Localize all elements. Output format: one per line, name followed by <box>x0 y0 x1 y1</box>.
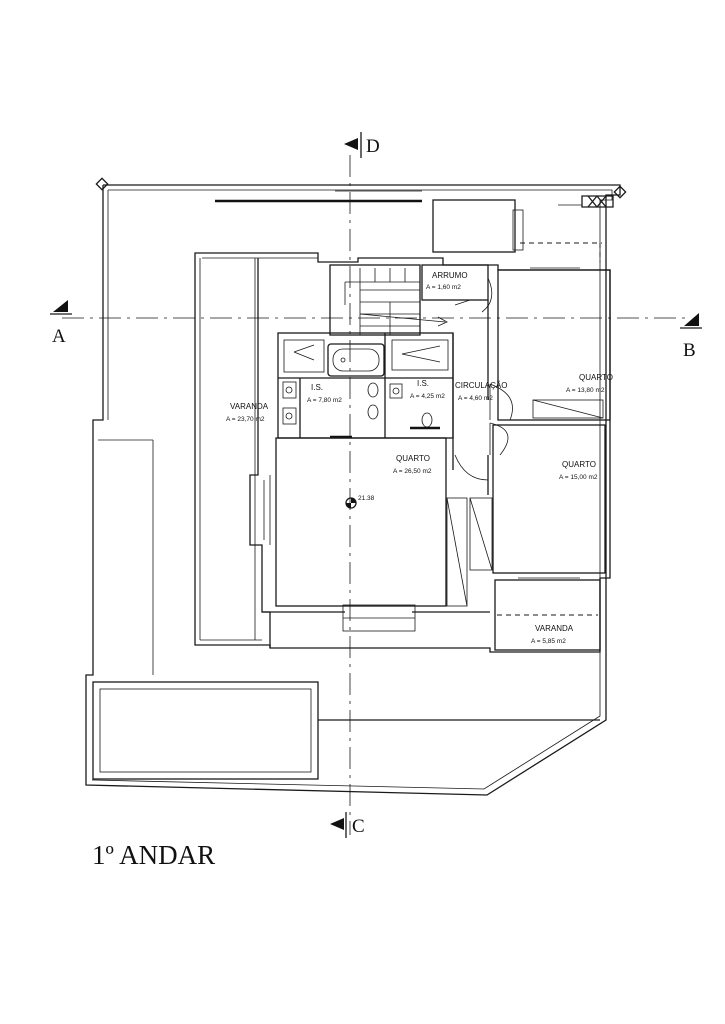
elevation-marker: 21.38 <box>345 495 375 509</box>
label-is-small: I.S. <box>417 379 429 388</box>
room-varanda-se <box>494 579 601 651</box>
section-marker-c: C <box>330 812 365 838</box>
label-circulacao: CIRCULAÇÃO <box>455 381 507 390</box>
room-quarto-main <box>263 437 493 607</box>
area-varanda-w: A = 23,70 m2 <box>226 416 265 423</box>
room-quarto-e <box>492 424 606 579</box>
section-label-a: A <box>52 326 66 347</box>
drawing-title: 1º ANDAR <box>92 840 215 870</box>
room-circulacao <box>452 299 513 495</box>
label-is-main: I.S. <box>311 383 323 392</box>
outer-boundary <box>85 177 627 796</box>
area-is-main: A = 7,80 m2 <box>307 397 342 404</box>
section-marker-a: A <box>50 300 72 347</box>
site-features <box>92 439 600 780</box>
room-arrumo <box>421 264 493 313</box>
north-terrace <box>432 199 602 262</box>
area-is-small: A = 4,25 m2 <box>410 393 445 400</box>
section-marker-d: D <box>344 132 380 158</box>
area-arrumo: A = 1,60 m2 <box>426 284 461 291</box>
staircase <box>329 264 448 336</box>
label-arrumo: ARRUMO <box>432 271 468 280</box>
section-label-d: D <box>366 136 380 157</box>
label-varanda-w: VARANDA <box>230 402 269 411</box>
area-quarto-ne: A = 13,80 m2 <box>566 387 605 394</box>
label-quarto-main: QUARTO <box>396 454 430 463</box>
label-varanda-se: VARANDA <box>535 624 574 633</box>
area-circulacao: A = 4,60 m2 <box>458 395 493 402</box>
label-quarto-e: QUARTO <box>562 460 596 469</box>
section-marker-b: B <box>680 313 702 361</box>
area-quarto-e: A = 15,00 m2 <box>559 474 598 481</box>
section-axes <box>62 155 690 835</box>
room-quarto-ne <box>497 267 611 421</box>
room-labels: ARRUMO A = 1,60 m2 I.S. A = 7,80 m2 I.S.… <box>226 271 613 645</box>
section-label-b: B <box>683 340 696 361</box>
section-label-c: C <box>352 816 365 837</box>
label-quarto-ne: QUARTO <box>579 373 613 382</box>
area-varanda-se: A = 5,85 m2 <box>531 638 566 645</box>
area-quarto-main: A = 26,50 m2 <box>393 468 432 475</box>
building-walls <box>194 252 611 653</box>
elevation-label: 21.38 <box>358 495 375 502</box>
